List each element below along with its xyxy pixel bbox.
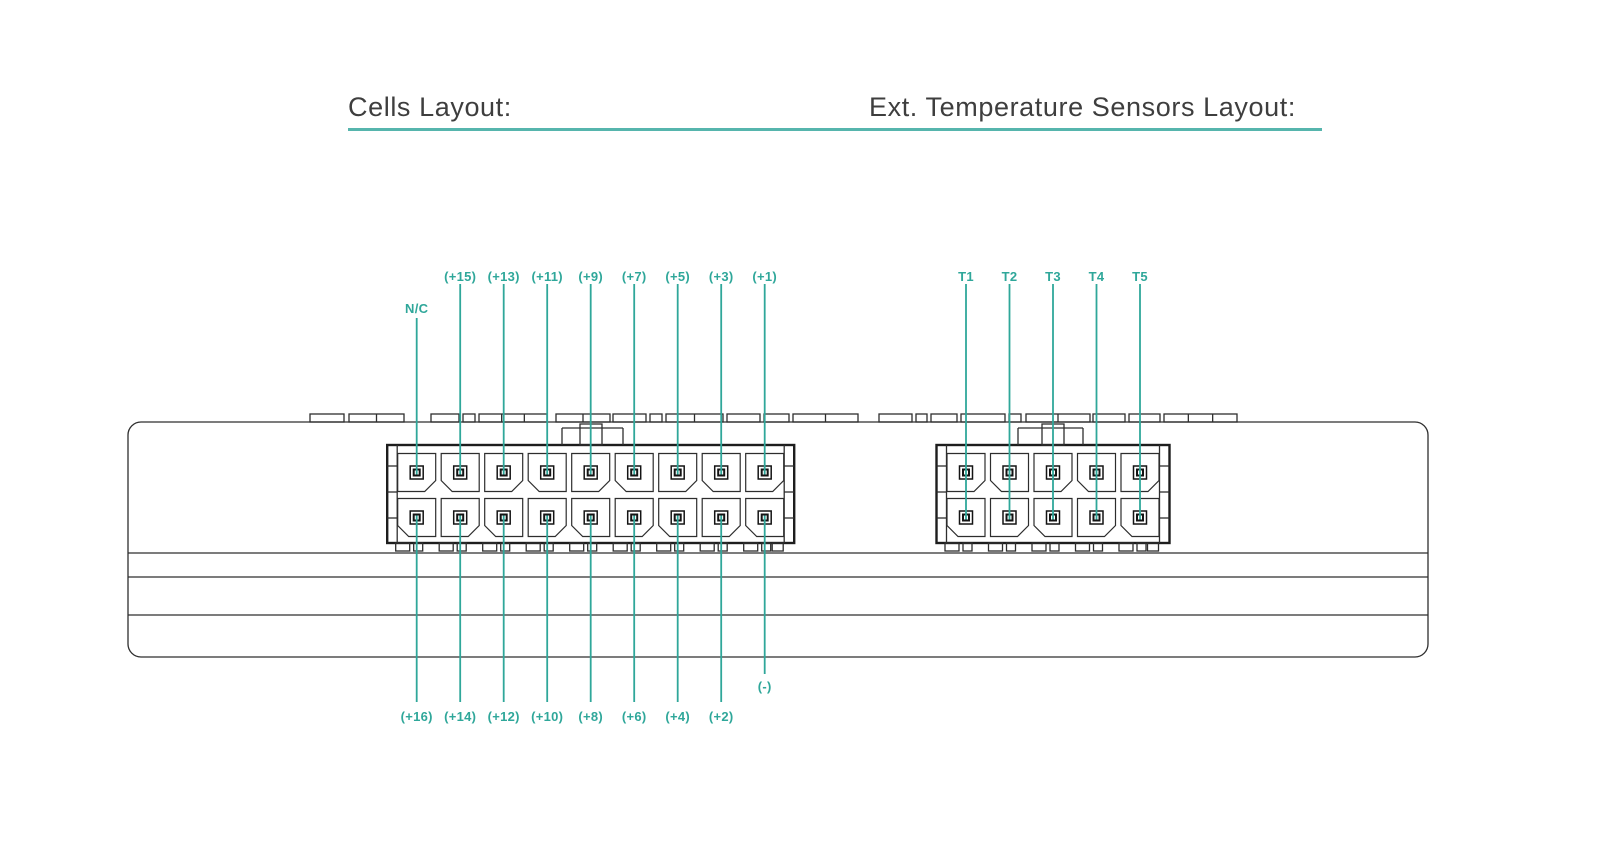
cells-top-pin-label: (+9): [578, 269, 604, 284]
cells-top-pin-label: N/C: [405, 301, 429, 316]
device-outline: [127, 413, 1429, 658]
cells-bottom-pin-label: (+2): [708, 709, 734, 724]
cells-top-pin-label: (+1): [752, 269, 778, 284]
cells-bottom-pin-label: (+16): [400, 709, 433, 724]
cells-bottom-pin-label: (+8): [578, 709, 604, 724]
cells-top-pin-label: (+15): [444, 269, 477, 284]
temp-sensor-label: T3: [1045, 269, 1061, 284]
cells-bottom-pin-label: (+14): [444, 709, 477, 724]
cells-bottom-pin-label: (+6): [621, 709, 647, 724]
cells-layout-title: Cells Layout:: [348, 92, 512, 122]
cells-top-pin-label: (+13): [487, 269, 520, 284]
cells-bottom-pin-label: (+4): [665, 709, 691, 724]
ext-temp-layout-title: Ext. Temperature Sensors Layout:: [869, 92, 1296, 122]
cells-top-pin-label: (+3): [708, 269, 734, 284]
temp-sensor-label: T4: [1088, 269, 1105, 284]
title-underline: [348, 128, 1322, 131]
cells-top-pin-label: (+5): [665, 269, 691, 284]
cells-bottom-pin-label: (+12): [487, 709, 520, 724]
temp-sensor-label: T2: [1001, 269, 1018, 284]
cells-top-pin-label: (+7): [621, 269, 647, 284]
leader-lines: [415, 284, 1141, 702]
temp-sensor-label: T5: [1132, 269, 1148, 284]
temp-sensor-label: T1: [958, 269, 974, 284]
cells-bottom-pin-label: (-): [757, 679, 772, 694]
cells-bottom-pin-label: (+10): [531, 709, 564, 724]
cells-top-pin-label: (+11): [531, 269, 563, 284]
